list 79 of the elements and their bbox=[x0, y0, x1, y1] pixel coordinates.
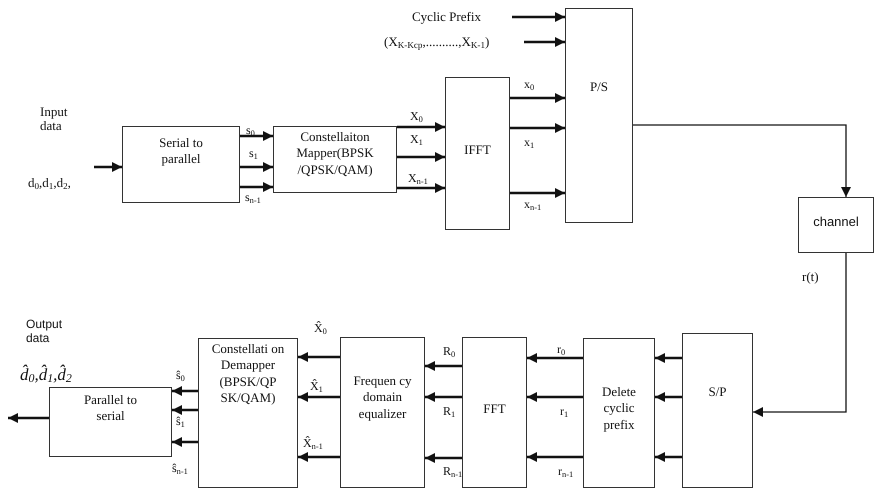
process-box bbox=[798, 197, 874, 253]
edge-label: X$_{1}$ bbox=[410, 133, 423, 148]
edge-label: X̂$_{1}$ bbox=[310, 380, 323, 394]
arrow bbox=[172, 405, 198, 415]
edge-label: x$_{0}$ bbox=[524, 78, 534, 92]
arrow bbox=[172, 386, 198, 396]
arrow bbox=[425, 453, 462, 463]
process-box bbox=[340, 337, 425, 488]
edge-label: R$_{n-1}$ bbox=[443, 465, 462, 480]
arrow bbox=[753, 253, 847, 417]
arrow bbox=[510, 93, 565, 103]
box-label: Parallel to serial bbox=[82, 391, 138, 426]
process-box bbox=[122, 126, 240, 203]
arrow bbox=[425, 392, 462, 402]
arrow bbox=[240, 162, 273, 172]
arrow bbox=[527, 353, 583, 363]
arrow bbox=[94, 162, 122, 172]
box-label: IFFT bbox=[463, 141, 492, 159]
arrow bbox=[655, 353, 682, 363]
edge-label: X̂$_{n-1}$ bbox=[303, 437, 323, 452]
arrow bbox=[527, 392, 583, 402]
arrow bbox=[510, 123, 565, 133]
text-label: d$_{0}$,d$_{1}$,d$_{2}$, bbox=[28, 176, 72, 191]
box-label: S/P bbox=[707, 383, 728, 401]
process-box bbox=[583, 338, 655, 488]
edge-label: R$_{1}$ bbox=[443, 405, 456, 420]
box-label: Frequen cy domain equalizer bbox=[352, 372, 413, 423]
arrow bbox=[8, 413, 49, 423]
edge-label: ŝ$_{1}$ bbox=[176, 415, 185, 430]
arrow bbox=[512, 12, 565, 22]
edge-label: x$_{1}$ bbox=[524, 136, 534, 150]
process-box bbox=[445, 77, 510, 230]
process-box bbox=[565, 8, 633, 223]
edge-label: ŝ$_{n-1}$ bbox=[172, 462, 188, 476]
arrow bbox=[240, 182, 273, 192]
arrow bbox=[524, 37, 565, 47]
edge-label: s$_{1}$ bbox=[249, 147, 258, 162]
process-box bbox=[462, 337, 527, 488]
text-label: Output data bbox=[26, 318, 64, 346]
arrow bbox=[655, 452, 682, 462]
arrow bbox=[298, 452, 340, 462]
text-label: d̂$_{0}$,d̂$_{1}$,d̂$_{2}$ bbox=[20, 365, 72, 386]
arrow bbox=[298, 352, 340, 362]
box-label: FFT bbox=[482, 400, 507, 418]
arrow bbox=[397, 122, 445, 132]
edge-label: r$_{1}$ bbox=[560, 405, 568, 420]
arrow bbox=[397, 183, 445, 193]
edge-label: r$_{n-1}$ bbox=[558, 465, 574, 480]
text-label: Input data bbox=[40, 105, 68, 134]
arrow bbox=[527, 452, 583, 462]
arrow bbox=[172, 437, 198, 447]
arrow bbox=[298, 392, 340, 402]
edge-label: X$_{n-1}$ bbox=[408, 172, 428, 186]
box-label: Delete cyclic prefix bbox=[601, 383, 637, 434]
arrow bbox=[397, 152, 445, 162]
box-label: channel bbox=[812, 213, 860, 231]
process-box bbox=[273, 126, 397, 193]
box-label: Serial to parallel bbox=[158, 134, 204, 168]
edge-label: R$_{0}$ bbox=[443, 345, 456, 360]
edge-label: s$_{n-1}$ bbox=[245, 191, 261, 206]
edge-label: x$_{n-1}$ bbox=[524, 198, 542, 212]
box-label: P/S bbox=[588, 78, 610, 96]
arrow bbox=[655, 392, 682, 402]
process-box bbox=[682, 333, 753, 488]
text-label: Cyclic Prefix bbox=[412, 9, 512, 26]
box-label: Constellati on Demapper (BPSK/QP SK/QAM) bbox=[210, 340, 286, 407]
arrow bbox=[240, 131, 273, 141]
arrow bbox=[510, 188, 565, 198]
edge-label: X$_{0}$ bbox=[410, 110, 423, 124]
edge-label: r(t) bbox=[802, 270, 819, 283]
process-box bbox=[198, 338, 298, 488]
edge-label: X̂$_{0}$ bbox=[314, 322, 327, 336]
arrow bbox=[425, 361, 462, 371]
arrow bbox=[633, 124, 851, 197]
box-label: Constellaiton Mapper(BPSK /QPSK/QAM) bbox=[295, 128, 375, 179]
process-box bbox=[49, 387, 172, 457]
edge-label: r$_{0}$ bbox=[557, 343, 566, 358]
text-label: (X$_{K-Kcp}$,..........,X$_{K-1}$) bbox=[384, 34, 524, 51]
edge-label: ŝ$_{0}$ bbox=[176, 369, 185, 384]
